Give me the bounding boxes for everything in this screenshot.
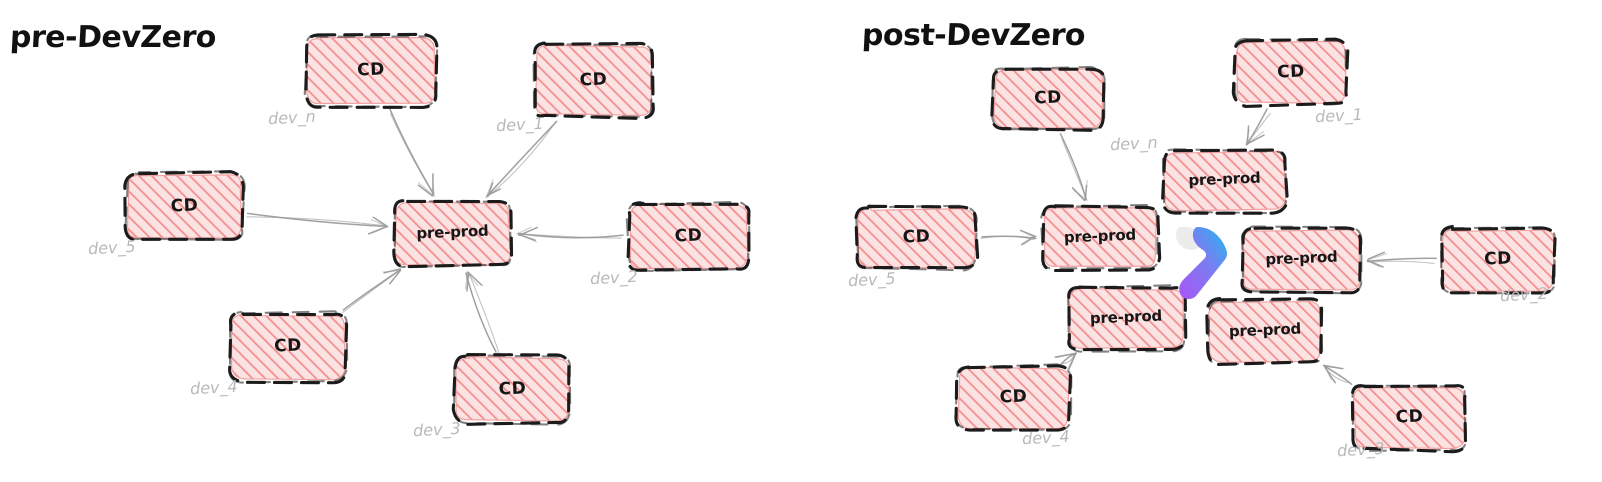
edge-post-edge-dev-n-to-pre-prod-n bbox=[1059, 133, 1088, 202]
logo-layer bbox=[1175, 226, 1227, 300]
node-outline bbox=[453, 354, 572, 426]
node-outline bbox=[1039, 203, 1159, 270]
post-dev-label-5: dev_5 bbox=[847, 268, 897, 291]
edge-pre-edge-dev-2-to-pre-prod bbox=[516, 226, 624, 243]
node-cd-dev-5[interactable] bbox=[123, 170, 246, 242]
edge-pre-edge-dev-3-to-pre-prod bbox=[465, 270, 500, 355]
node-fill bbox=[857, 207, 976, 269]
node-fill bbox=[394, 201, 512, 266]
node-outline bbox=[1231, 37, 1350, 109]
node-outline bbox=[1207, 298, 1324, 366]
node-fill bbox=[535, 44, 653, 116]
node-outline bbox=[855, 204, 978, 272]
node-fill bbox=[993, 68, 1104, 129]
node-outline bbox=[625, 200, 751, 273]
post-dev-label-4: dev_4 bbox=[1021, 426, 1071, 449]
node-cd-dev-1[interactable] bbox=[1231, 37, 1350, 109]
node-fill bbox=[230, 313, 346, 381]
edge-pre-edge-dev-4-to-pre-prod bbox=[342, 268, 402, 314]
node-outline bbox=[1233, 37, 1348, 107]
node-outline bbox=[990, 67, 1106, 132]
edge-post-edge-dev-5-to-pre-prod-n bbox=[980, 229, 1037, 246]
node-fill bbox=[455, 356, 570, 422]
node-outline bbox=[1205, 296, 1324, 367]
node-cd-dev-n[interactable] bbox=[303, 32, 439, 109]
node-outline bbox=[1240, 225, 1363, 295]
node-cd-dev-4[interactable] bbox=[954, 363, 1073, 432]
post-dev-label-3: dev_3 bbox=[1336, 438, 1386, 461]
node-fill bbox=[1068, 287, 1184, 349]
node-pre-prod-4[interactable] bbox=[1067, 284, 1188, 353]
pre-dev-label-5: dev_5 bbox=[87, 236, 137, 259]
node-outline bbox=[124, 170, 246, 241]
edge-pre-edge-dev-n-to-pre-prod bbox=[389, 107, 436, 197]
node-fill bbox=[1043, 207, 1157, 267]
node-outline bbox=[393, 199, 512, 269]
post-dev-label-n: dev_n bbox=[1109, 132, 1159, 155]
pre-dev-label-4: dev_4 bbox=[189, 376, 239, 399]
node-fill bbox=[126, 174, 243, 239]
node-pre-prod-3[interactable] bbox=[1205, 296, 1324, 367]
node-outline bbox=[1161, 148, 1288, 215]
node-outline bbox=[1351, 384, 1468, 452]
node-fill bbox=[1163, 150, 1287, 212]
node-outline bbox=[303, 33, 439, 109]
node-fill bbox=[957, 366, 1070, 430]
node-pre-prod-n[interactable] bbox=[1039, 203, 1162, 273]
post-dev-label-1: dev_1 bbox=[1314, 104, 1364, 127]
node-fill bbox=[1235, 40, 1347, 105]
boxes-layer bbox=[123, 32, 1557, 454]
node-outline bbox=[228, 310, 349, 384]
node-outline bbox=[954, 363, 1073, 432]
edge-pre-edge-dev-1-to-pre-prod bbox=[485, 120, 558, 199]
node-cd-dev-3[interactable] bbox=[1350, 384, 1468, 454]
edge-post-edge-dev-1-to-pre-prod-1 bbox=[1245, 108, 1271, 146]
node-fill bbox=[1242, 229, 1361, 291]
edges-layer bbox=[246, 107, 1437, 386]
node-pre-prod-1[interactable] bbox=[1161, 148, 1290, 215]
logo-chevron bbox=[1179, 227, 1227, 300]
edge-post-edge-dev-2-to-pre-prod-2 bbox=[1366, 251, 1437, 268]
node-cd-dev-2[interactable] bbox=[1440, 224, 1557, 295]
pre-dev-label-3: dev_3 bbox=[412, 418, 462, 441]
node-outline bbox=[1440, 226, 1556, 295]
node-fill bbox=[1353, 385, 1467, 450]
panel-title-pre: pre-DevZero bbox=[9, 20, 217, 55]
node-fill bbox=[1440, 229, 1555, 292]
node-cd-dev-4[interactable] bbox=[228, 310, 349, 385]
pre-dev-label-2: dev_2 bbox=[589, 266, 639, 289]
node-pre-prod-2[interactable] bbox=[1240, 225, 1363, 295]
edge-post-edge-dev-4-to-pre-prod-4 bbox=[1054, 352, 1078, 373]
node-cd-dev-2[interactable] bbox=[625, 200, 751, 273]
node-fill bbox=[629, 203, 749, 270]
devzero-chevron-logo bbox=[1175, 226, 1227, 300]
node-cd-dev-1[interactable] bbox=[532, 41, 655, 121]
panel-title-post: post-DevZero bbox=[861, 18, 1086, 53]
node-cd-dev-n[interactable] bbox=[990, 65, 1106, 132]
pre-dev-label-n: dev_n bbox=[267, 106, 317, 129]
edge-post-edge-dev-3-to-pre-prod-3 bbox=[1322, 364, 1353, 386]
edge-pre-edge-dev-5-to-pre-prod bbox=[246, 212, 389, 235]
node-outline bbox=[532, 42, 653, 119]
post-dev-label-2: dev_2 bbox=[1499, 283, 1549, 306]
node-fill bbox=[1207, 300, 1322, 363]
node-fill bbox=[305, 37, 436, 105]
node-cd-dev-3[interactable] bbox=[451, 352, 572, 426]
pre-dev-label-1: dev_1 bbox=[495, 113, 545, 136]
node-cd-dev-5[interactable] bbox=[854, 204, 980, 272]
node-pre-prod-hub[interactable] bbox=[392, 199, 514, 269]
